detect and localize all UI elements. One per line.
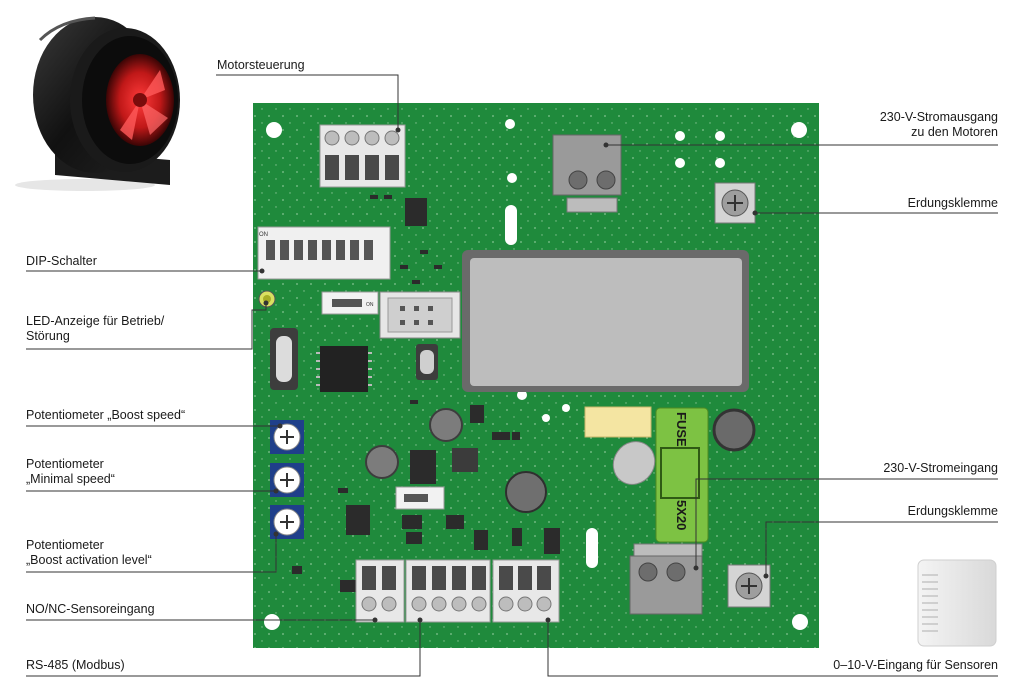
label-pot-boost-activation: Potentiometer „Boost activation level“ (26, 538, 152, 567)
sensor-0-10v-terminal (492, 559, 560, 623)
power-input-terminal (629, 543, 703, 615)
label-ground-terminal-top: Erdungsklemme (907, 196, 998, 210)
label-rs485: RS-485 (Modbus) (26, 658, 125, 672)
mounting-hole (266, 122, 282, 138)
label-power-output: 230-V-Stromausgang zu den Motoren (879, 110, 998, 139)
rs485-terminal (405, 559, 491, 623)
ground-terminal-top (714, 182, 756, 224)
leader-sensor-input (547, 620, 998, 677)
leader-led (26, 303, 267, 350)
mounting-hole (792, 614, 808, 630)
relay-component (584, 406, 652, 438)
mounting-hole (264, 614, 280, 630)
fuse-label: FUSE (674, 412, 689, 447)
pin-header (379, 291, 461, 339)
potentiometer-boost-speed (270, 420, 304, 454)
dip-on-label: ON (259, 232, 268, 238)
fuse-size-label: 5X20 (674, 500, 689, 530)
no-nc-sensor-terminal (355, 559, 405, 623)
capacitors (365, 408, 756, 513)
leader-lines (26, 74, 998, 677)
crystal-oscillator (270, 328, 438, 390)
label-power-input: 230-V-Stromeingang (883, 461, 998, 475)
label-no-nc-input: NO/NC-Sensoreingang (26, 602, 155, 616)
leader-power-input (695, 478, 998, 568)
potentiometer-minimal-speed (270, 463, 304, 497)
fuse-holder: FUSE 5X20 (655, 407, 709, 543)
power-output-terminal (552, 134, 622, 213)
varistor (612, 441, 656, 485)
label-led-indicator: LED-Anzeige für Betrieb/ Störung (26, 314, 165, 343)
label-pot-boost-speed: Potentiometer „Boost speed“ (26, 408, 186, 422)
display-module (462, 250, 749, 392)
label-motor-control: Motorsteuerung (217, 58, 305, 72)
smd-components (292, 195, 560, 592)
inline-fan-image (15, 16, 180, 191)
room-sensor-image (917, 559, 997, 647)
jumper-switch: ON (321, 291, 379, 315)
leader-pot-boost-activation (26, 534, 277, 573)
label-dip-switch: DIP-Schalter (26, 254, 97, 268)
dip-switch: ON (257, 226, 391, 280)
label-pot-minimal-speed: Potentiometer „Minimal speed“ (26, 457, 115, 486)
label-sensor-input: 0–10-V-Eingang für Sensoren (833, 658, 998, 672)
microcontroller-chip (316, 346, 372, 392)
ground-terminal-bottom (727, 564, 771, 608)
jumper-on-label: ON (366, 302, 374, 308)
motor-control-terminal (319, 124, 406, 188)
leader-ground-bottom (765, 521, 998, 576)
jumper-switch-2 (395, 486, 445, 510)
mounting-hole (791, 122, 807, 138)
leader-rs485 (26, 620, 421, 677)
label-ground-terminal-bottom: Erdungsklemme (907, 504, 998, 518)
leader-motor-control (216, 74, 399, 130)
leader-dot (395, 127, 401, 133)
